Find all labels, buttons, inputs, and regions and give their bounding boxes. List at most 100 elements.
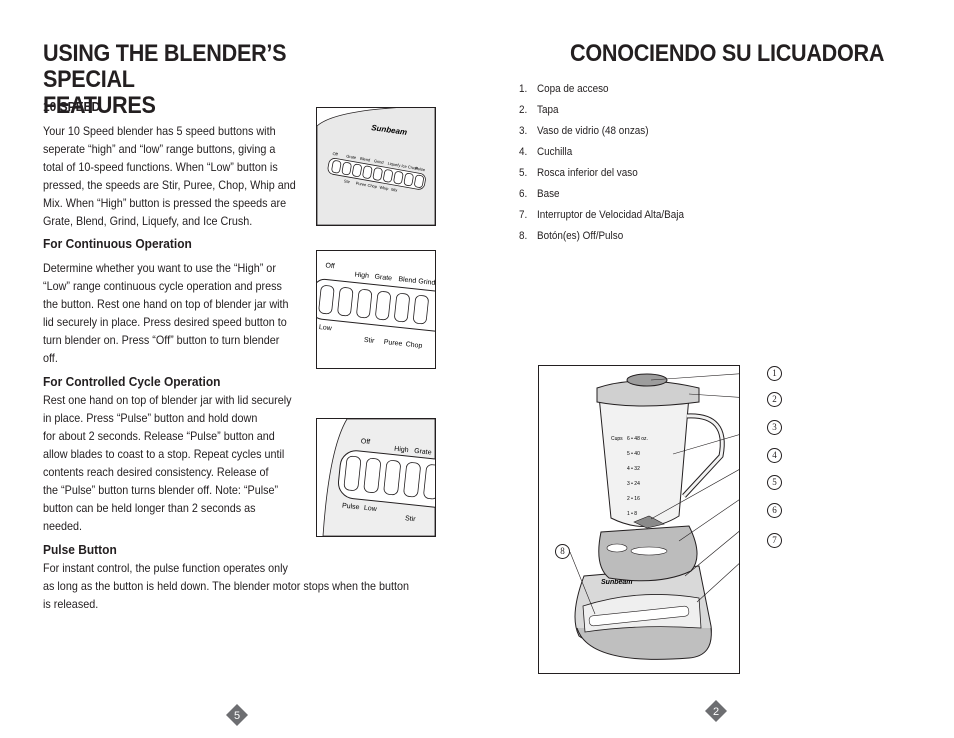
panel1-top-label: Blend <box>360 156 371 163</box>
title-line-1: USING THE BLENDER’S SPECIAL <box>43 40 287 93</box>
panel2-speed-button-5 <box>394 293 410 323</box>
panel3-speed-button-1 <box>343 455 362 491</box>
panel1-speed-button-5 <box>372 167 383 181</box>
panel3-speed-button-2 <box>363 458 381 493</box>
parts-list-number: 1. <box>519 83 528 95</box>
callout-6: 6 <box>767 503 782 518</box>
panel2-bottom-label: Stir <box>364 337 376 345</box>
pulse-heading: Pulse Button <box>43 542 117 557</box>
parts-list-text: Copa de acceso <box>537 83 609 95</box>
parts-list-number: 2. <box>519 104 528 116</box>
panel1-top-label: Grate <box>346 153 357 160</box>
controlled-text: Rest one hand on top of blender jar with… <box>43 393 292 533</box>
panel1-speed-button-2 <box>341 162 352 176</box>
panel1-top-label: Grind <box>374 158 385 165</box>
parts-list-item: 6. Base <box>519 184 684 205</box>
panel1-speed-button-3 <box>352 163 362 177</box>
panel2-bottom-label: Low <box>319 324 333 332</box>
panel1-top-label: Pulse <box>415 166 426 173</box>
jar-marking: 1 • 8 <box>627 511 637 517</box>
speed-heading: 10 SPEED <box>43 99 101 114</box>
callout-4: 4 <box>767 448 782 463</box>
panel1-bottom-label: Chop <box>367 183 378 190</box>
page-title-right: CONOCIENDO SU LICUADORA <box>570 40 885 67</box>
jar-marking: 6 • 48 oz. <box>627 436 648 442</box>
parts-list-item: 3. Vaso de vidrio (48 onzas) <box>519 121 684 142</box>
panel2-top-label: Off <box>325 262 335 270</box>
panel2-top-label: Grate <box>374 274 392 283</box>
panel2-top-label: Grind <box>418 278 435 287</box>
parts-list-text: Tapa <box>537 104 559 116</box>
panel2-top-label: Blend <box>398 276 417 285</box>
parts-list-text: Rosca inferior del vaso <box>537 167 638 179</box>
pulse-text: For instant control, the pulse function … <box>43 561 410 611</box>
panel2-speed-button-4 <box>375 291 391 321</box>
jar-marking: 3 • 24 <box>627 481 640 487</box>
panel1-speed-button-1 <box>331 160 342 174</box>
parts-list: 1. Copa de acceso 2. Tapa 3. Vaso de vidrio (… <box>519 79 702 247</box>
parts-list-number: 7. <box>519 209 528 221</box>
parts-list-number: 5. <box>519 167 528 179</box>
parts-list-text: Base <box>537 188 560 200</box>
blender-drawing: Sunbeam Cups 6 • 48 oz. 5 • 40 4 • 32 3 • 24… <box>569 371 766 660</box>
blender-diagram: Sunbeam Cups 6 • 48 oz. 5 • 40 4 • 32 3 • 24… <box>538 365 782 674</box>
callout-2: 2 <box>767 392 782 407</box>
page-number-right-text: 2 <box>713 706 719 718</box>
parts-list-item: 7. Interruptor de Velocidad Alta/Baja <box>519 205 684 226</box>
controlled-heading: For Controlled Cycle Operation <box>43 374 221 389</box>
diagram-brand: Sunbeam <box>601 579 633 586</box>
panel3-top-label: Grate <box>414 448 432 457</box>
parts-list-number: 8. <box>519 230 528 242</box>
panel1-speed-button-9 <box>414 174 424 188</box>
parts-list-number: 6. <box>519 188 528 200</box>
page-title-left: USING THE BLENDER’S SPECIAL FEATURES <box>43 41 367 119</box>
jar-marking: 2 • 16 <box>627 496 640 502</box>
panel3-top-label: Off <box>360 438 370 446</box>
panel3-speed-button-4 <box>403 462 421 498</box>
panel1-bottom-label: Whip <box>379 185 390 192</box>
parts-list-text: Interruptor de Velocidad Alta/Baja <box>537 209 684 221</box>
panel3-bottom-label: Pulse <box>342 503 360 512</box>
parts-list-number: 3. <box>519 125 528 137</box>
panel1-bottom-label: Stir <box>344 178 351 184</box>
panel3-top-label: High <box>394 446 409 454</box>
parts-list-item: 4. Cuchilla <box>519 142 684 163</box>
panel1-top-label: Ice Crush <box>401 163 419 171</box>
parts-list-text: Botón(es) Off/Pulso <box>537 230 624 242</box>
jar-marking: 4 • 32 <box>627 466 640 472</box>
panel2-speed-button-1 <box>318 285 335 315</box>
panel2-bottom-label: Chop <box>405 341 422 350</box>
panel2-top-label: High <box>354 271 369 279</box>
callout-1: 1 <box>767 366 782 381</box>
parts-list-number: 4. <box>519 146 528 158</box>
speed-text: Your 10 Speed blender has 5 speed button… <box>43 124 296 228</box>
parts-list-text: Vaso de vidrio (48 onzas) <box>537 125 649 137</box>
panel3-bottom-label: Stir <box>405 515 417 523</box>
parts-list-item: 8. Botón(es) Off/Pulso <box>519 226 684 247</box>
jar-marking-cups: Cups <box>611 436 623 442</box>
page-number-right: 2 <box>705 700 727 722</box>
parts-list-item: 1. Copa de acceso <box>519 79 684 100</box>
panel1-top-label: Off <box>332 151 339 157</box>
callout-8: 8 <box>555 544 570 559</box>
callout-5: 5 <box>767 475 782 490</box>
callout-3: 3 <box>767 420 782 435</box>
parts-list-text: Cuchilla <box>537 146 573 158</box>
jar-marking: 5 • 40 <box>627 451 640 457</box>
panel1-speed-button-7 <box>393 171 404 185</box>
panel1-speed-button-8 <box>403 173 414 187</box>
panel2-bottom-label: Puree <box>383 339 402 348</box>
panel3-speed-button-3 <box>383 460 401 496</box>
title-line-2: FEATURES <box>43 92 156 119</box>
panel3-speed-button-5 <box>423 464 435 500</box>
page-number-left-text: 5 <box>234 710 240 722</box>
panel1-speed-button-4 <box>362 165 373 179</box>
panel1-speed-button-6 <box>383 169 393 183</box>
continuous-heading: For Continuous Operation <box>43 236 192 251</box>
continuous-text: Determine whether you want to use the “H… <box>43 261 289 365</box>
callout-7: 7 <box>767 533 782 548</box>
panel3-bottom-label: Low <box>364 505 378 513</box>
